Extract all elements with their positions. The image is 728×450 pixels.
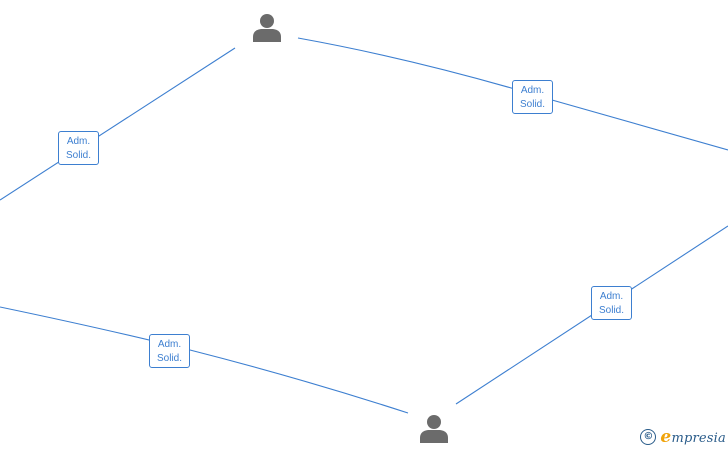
edge-label-line1: Adm. <box>66 136 91 147</box>
edge-label-bottom-left[interactable]: Adm. Solid. <box>149 334 190 368</box>
brand-logo-initial: e <box>660 427 672 447</box>
edge-label-line2: Solid. <box>519 99 545 110</box>
edge-label-bottom-right[interactable]: Adm. Solid. <box>591 286 632 320</box>
person-icon[interactable] <box>252 12 282 42</box>
edge-top-left <box>0 47 236 201</box>
brand-logo-text: mpresia <box>671 431 726 446</box>
edge-bottom-left <box>0 306 409 414</box>
edge-label-top-right[interactable]: Adm. Solid. <box>512 80 553 114</box>
edge-label-line1: Adm. <box>599 291 624 302</box>
edge-label-line1: Adm. <box>520 85 545 96</box>
edge-label-line1: Adm. <box>157 339 182 350</box>
brand-logo: empresia <box>660 427 726 447</box>
edge-label-line2: Solid. <box>65 150 91 161</box>
edge-label-top-left[interactable]: Adm. Solid. <box>58 131 99 165</box>
edge-label-line2: Solid. <box>598 305 624 316</box>
copyright-icon: © <box>640 429 657 445</box>
edge-label-line2: Solid. <box>156 353 182 364</box>
brand-watermark: © empresia <box>640 427 726 447</box>
person-icon[interactable] <box>419 413 449 443</box>
